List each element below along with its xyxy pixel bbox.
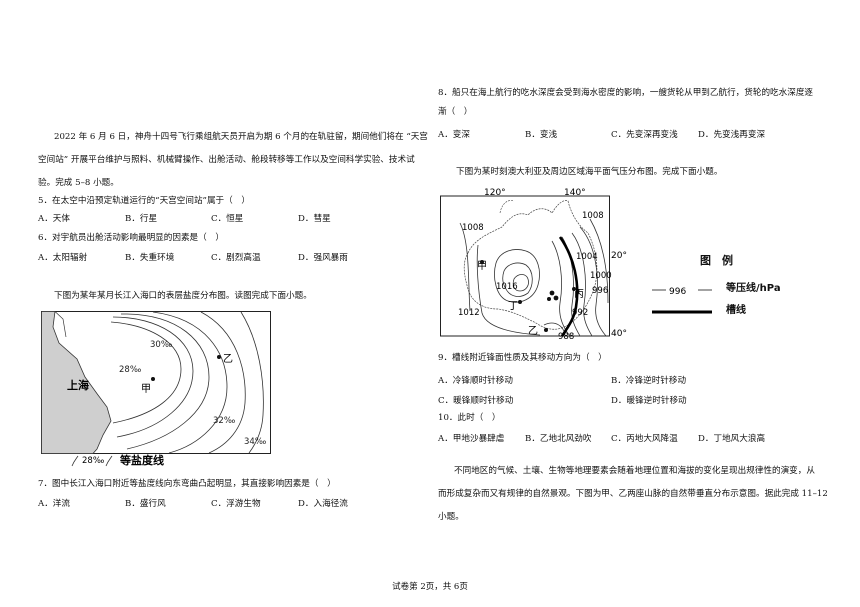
isoline-label: 34‰ [244,437,266,447]
marker-jia [480,260,484,264]
option[interactable]: C．恒星 [211,214,244,224]
trough-line [558,236,579,337]
point-jia-label: 甲 [141,384,151,395]
option[interactable]: A．洋流 [38,499,70,509]
option[interactable]: D．丁地风大浪高 [698,434,766,444]
option[interactable]: C．剧烈高温 [211,253,261,263]
legend-trough-label: 槽线 [726,305,746,316]
legend-label: 等盐度线 [119,453,164,467]
isobar-label: 992 [572,308,588,318]
option[interactable]: C．丙地大风降温 [611,434,678,444]
q8-stem-line: 渐（ ） [438,107,473,117]
option[interactable]: A．甲地沙暴肆虐 [438,434,505,444]
marker-ding [518,300,522,304]
q6-stem: 6．对宇航员出舱活动影响最明显的因素是（ ） [38,233,224,243]
option[interactable]: C．先变深再变浅 [611,130,678,140]
place-yi: 乙 [528,325,538,337]
option[interactable]: D．先变浅再变深 [698,130,766,140]
option[interactable]: C．暖锋顺时针移动 [438,396,514,406]
final-paragraph: 不同地区的气候、土壤、生物等地理要素会随着地理位置和海拔的变化呈现出规律性的演变… [438,460,828,529]
shanghai-label: 上海 [67,378,89,392]
option[interactable]: C．浮游生物 [211,499,261,509]
option[interactable]: B．失重环境 [125,253,175,263]
legend-trough-sample [652,310,712,314]
isobar-label: 1004 [576,252,598,262]
legend-sample: 28‰ [82,456,104,466]
q10-stem: 10．此时（ ） [438,413,501,423]
option[interactable]: D．强风暴雨 [298,253,348,263]
final-line: 不同地区的气候、土壤、生物等地理要素会随着地理位置和海拔的变化呈现出规律性的演变… [454,466,815,476]
isoline-label: 30‰ [150,340,172,350]
option[interactable]: A．天体 [38,214,70,224]
page-footer: 试卷第 2页，共 6页 [392,582,468,592]
final-line: 而形成复杂而又有规律的自然景观。下图为甲、乙两座山脉的自然带垂直分布示意图。据此… [438,489,828,499]
point-yi-label: 乙 [223,353,233,365]
point-yi-marker [217,355,221,359]
isobar-label: 1000 [590,271,612,281]
lat-label: 20° [611,251,627,261]
marker-bing [572,287,576,291]
legend-isobar-label: 等压线/hPa [726,283,781,294]
shanghai-land [41,311,112,454]
intro-paragraph: 2022 年 6 月 6 日，神舟十四号飞行乘组航天员开启为期 6 个月的在轨驻… [38,126,428,195]
isoline-label: 28‰ [119,365,141,375]
legend-title: 图 例 [700,254,733,267]
isoline-label: 32‰ [213,416,235,426]
final-line: 小题。 [438,512,464,522]
isobar-label: 1012 [458,308,480,318]
option[interactable]: B．乙地北风劲吹 [525,434,592,444]
australia-coastline [463,200,598,330]
option[interactable]: B．盛行风 [125,499,166,509]
weather-map-intro: 下图为某时刻澳大利亚及周边区域海平面气压分布图。完成下面小题。 [456,167,723,177]
q5-stem: 5．在太空中沿预定轨道运行的“天宫空间站”属于（ ） [38,196,250,206]
point-jia-marker [151,377,155,381]
lat-label: 40° [611,329,627,339]
lon-label: 140° [564,188,586,198]
option[interactable]: A．冷锋顺时针移动 [438,376,513,386]
q8-stem-line: 8．船只在海上航行的吃水深度会受到海水密度的影响，一艘货轮从甲到乙航行，货轮的吃… [438,88,814,98]
option[interactable]: D．暖锋逆时针移动 [611,396,687,406]
intro-line: 验。完成 5–8 小题。 [38,178,119,188]
option[interactable]: A．变深 [438,130,470,140]
city-marker [553,295,559,301]
salinity-map-intro: 下图为某年某月长江入海口的表层盐度分布图。读图完成下面小题。 [54,291,312,301]
isobar-label: 996 [592,286,608,296]
city-marker [547,297,551,301]
isobar-label: 1016 [496,282,518,292]
salinity-legend: 28‰ 等盐度线 [71,453,164,467]
place-jia: 甲 [477,261,487,272]
place-bing: 丙 [574,289,584,300]
option[interactable]: D．入海径流 [298,499,348,509]
option[interactable]: D．彗星 [298,214,331,224]
q9-stem: 9．槽线附近锋面性质及其移动方向为（ ） [438,353,607,363]
legend-isobar-sample: 996 [652,287,712,297]
marker-yi [544,328,548,332]
option[interactable]: B．行星 [125,214,158,224]
isobar-label: 1008 [582,211,604,221]
isobar-label: 988 [558,332,574,342]
intro-line: 2022 年 6 月 6 日，神舟十四号飞行乘组航天员开启为期 6 个月的在轨驻… [54,132,428,142]
option[interactable]: A．太阳辐射 [38,253,88,263]
salinity-map: 上海 30‰ 28‰ 32‰ 34‰ 甲 乙 [41,311,271,454]
intro-line: 空间站” 开展平台维护与照料、机械臂操作、出舱活动、舱段转移等工作以及空间科学实… [38,155,415,165]
legend-isobar-number: 996 [669,287,686,297]
option[interactable]: B．冷锋逆时针移动 [611,376,687,386]
pressure-map: 120° 140° 20° 40° 1008 1008 1004 1000 99… [440,188,627,342]
place-ding: 丁 [508,301,518,312]
q7-stem: 7．图中长江入海口附近等盐度线向东弯曲凸起明显，其直接影响因素是（ ） [38,479,336,489]
isobar-label: 1008 [462,223,484,233]
city-marker [549,290,555,296]
option[interactable]: B．变浅 [525,130,558,140]
lon-label: 120° [484,188,506,198]
